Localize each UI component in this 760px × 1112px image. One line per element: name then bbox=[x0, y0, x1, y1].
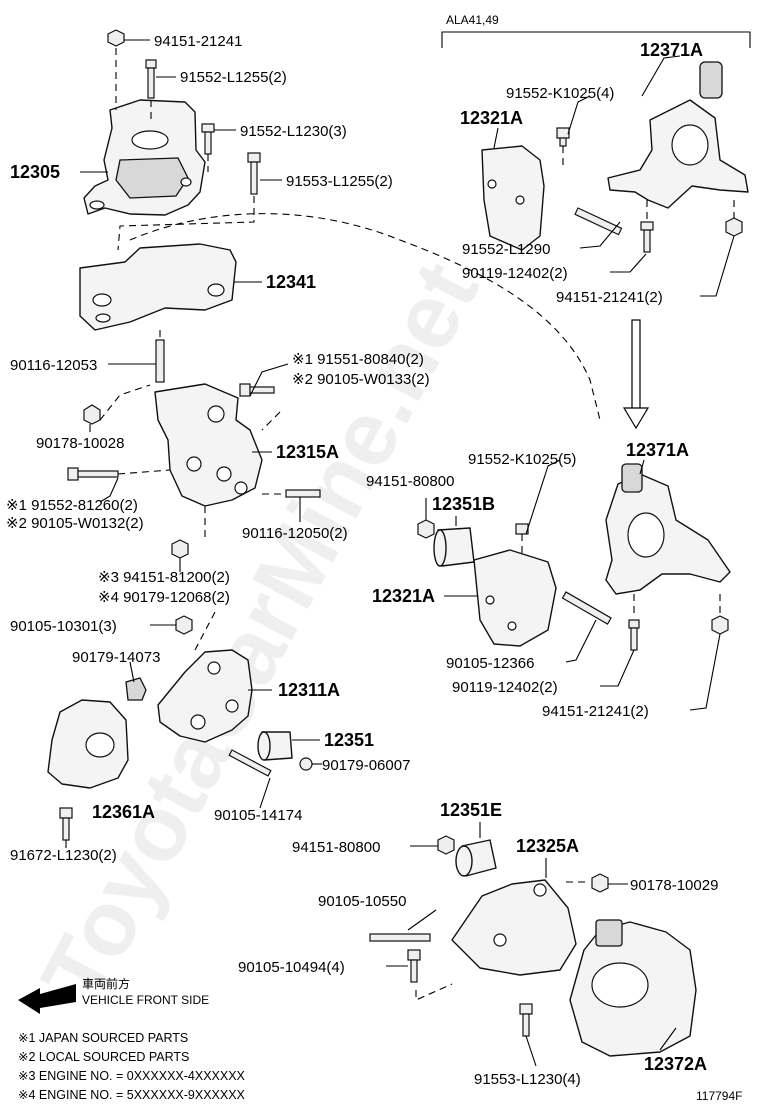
mount-12361a-drawing bbox=[47, 699, 129, 789]
label-91552-k1025-5[interactable]: 91552-K1025(5) bbox=[468, 451, 576, 468]
label-90105-w0132[interactable]: ※2 90105-W0132(2) bbox=[6, 515, 144, 532]
diagram-code: 117794F bbox=[696, 1089, 742, 1103]
label-94151-81200[interactable]: ※3 94151-81200(2) bbox=[98, 569, 230, 586]
label-94151-21241-lower[interactable]: 94151-21241(2) bbox=[542, 703, 649, 720]
label-90105-10301[interactable]: 90105-10301(3) bbox=[10, 618, 117, 635]
mount-12371a-lower-drawing bbox=[605, 463, 731, 595]
ref-12361a[interactable]: 12361A bbox=[92, 802, 155, 822]
label-91553-l1255[interactable]: 91553-L1255(2) bbox=[286, 173, 393, 190]
bracket-12341-drawing bbox=[79, 243, 237, 331]
label-90179-12068[interactable]: ※4 90179-12068(2) bbox=[98, 589, 230, 606]
note-2: ※2 LOCAL SOURCED PARTS bbox=[18, 1050, 189, 1064]
bolt-91552-81260 bbox=[67, 467, 79, 481]
part-labels: 94151-21241 91552-L1255(2) 91552-L1230(3… bbox=[6, 13, 742, 1103]
label-90119-12402-lower[interactable]: 90119-12402(2) bbox=[452, 679, 558, 696]
ref-12351[interactable]: 12351 bbox=[324, 730, 374, 750]
label-90119-12402-upper[interactable]: 90119-12402(2) bbox=[462, 265, 568, 282]
label-91552-l1255[interactable]: 91552-L1255(2) bbox=[180, 69, 287, 86]
label-91551-80840[interactable]: ※1 91551-80840(2) bbox=[292, 351, 424, 368]
label-90116-12050[interactable]: 90116-12050(2) bbox=[242, 525, 348, 542]
ref-12341[interactable]: 12341 bbox=[266, 272, 316, 292]
label-90105-12366[interactable]: 90105-12366 bbox=[446, 655, 534, 672]
engine-mount-12305-drawing bbox=[83, 99, 206, 216]
bolt-90105-10550 bbox=[369, 933, 431, 942]
label-91552-l1230[interactable]: 91552-L1230(3) bbox=[240, 123, 347, 140]
ref-12351b[interactable]: 12351B bbox=[432, 494, 495, 514]
bracket-12315a-drawing bbox=[154, 383, 263, 507]
label-91672-l1230[interactable]: 91672-L1230(2) bbox=[10, 847, 117, 864]
label-90105-14174[interactable]: 90105-14174 bbox=[214, 807, 302, 824]
note-3: ※3 ENGINE NO. = 0XXXXXX-4XXXXXX bbox=[18, 1069, 246, 1083]
ref-12371a-upper[interactable]: 12371A bbox=[640, 40, 703, 60]
front-arrow-icon bbox=[18, 984, 76, 1014]
label-90116-12053[interactable]: 90116-12053 bbox=[10, 357, 97, 374]
bracket-12325a-drawing bbox=[451, 879, 577, 976]
ref-12321a-upper[interactable]: 12321A bbox=[460, 108, 523, 128]
label-94151-21241[interactable]: 94151-21241 bbox=[154, 33, 242, 50]
bolt-90105-14174 bbox=[228, 749, 272, 777]
ref-12315a[interactable]: 12315A bbox=[276, 442, 339, 462]
nut-90179-14073 bbox=[125, 677, 147, 701]
label-90105-10550[interactable]: 90105-10550 bbox=[318, 893, 406, 910]
ref-12372a[interactable]: 12372A bbox=[644, 1054, 707, 1074]
label-90105-10494[interactable]: 90105-10494(4) bbox=[238, 959, 345, 976]
label-90105-w0133[interactable]: ※2 90105-W0133(2) bbox=[292, 371, 430, 388]
note-4: ※4 ENGINE NO. = 5XXXXXX-9XXXXXX bbox=[18, 1088, 246, 1102]
label-91552-l1290[interactable]: 91552-L1290 bbox=[462, 241, 550, 258]
mount-12372a-drawing bbox=[569, 919, 697, 1057]
ref-12311a[interactable]: 12311A bbox=[278, 680, 340, 700]
label-90179-14073[interactable]: 90179-14073 bbox=[72, 649, 160, 666]
variant-label: ALA41,49 bbox=[446, 13, 499, 27]
label-91553-l1230[interactable]: 91553-L1230(4) bbox=[474, 1071, 581, 1088]
bracket-12321a-lower-drawing bbox=[473, 549, 557, 647]
label-94151-21241-upper[interactable]: 94151-21241(2) bbox=[556, 289, 663, 306]
mount-12371a-upper-drawing bbox=[607, 61, 749, 209]
direction-en: VEHICLE FRONT SIDE bbox=[82, 993, 209, 1007]
nut-94151-81200 bbox=[171, 539, 189, 559]
bushing-12351e-drawing bbox=[455, 839, 497, 877]
bracket-12321a-upper-drawing bbox=[481, 145, 545, 251]
ref-12305[interactable]: 12305 bbox=[10, 162, 60, 182]
direction-jp: 車両前方 bbox=[82, 976, 130, 991]
variant-bracket bbox=[441, 31, 751, 48]
nut-90179-06007 bbox=[299, 757, 313, 771]
bolt-91551-80840 bbox=[239, 383, 251, 397]
stud-90116-12053 bbox=[155, 339, 165, 383]
bracket-12311a-drawing bbox=[157, 649, 253, 743]
label-94151-80800-bottom[interactable]: 94151-80800 bbox=[292, 839, 380, 856]
ref-12321a-lower[interactable]: 12321A bbox=[372, 586, 435, 606]
note-1: ※1 JAPAN SOURCED PARTS bbox=[18, 1031, 188, 1045]
label-94151-80800-mid[interactable]: 94151-80800 bbox=[366, 473, 454, 490]
label-91552-k1025-4[interactable]: 91552-K1025(4) bbox=[506, 85, 614, 102]
stud-90116-12050 bbox=[285, 489, 321, 498]
down-arrow-icon bbox=[622, 319, 650, 430]
ref-12325a[interactable]: 12325A bbox=[516, 836, 579, 856]
bushing-12351b-drawing bbox=[433, 527, 475, 567]
ref-12371a-lower[interactable]: 12371A bbox=[626, 440, 689, 460]
nut-90178-10028 bbox=[83, 404, 101, 425]
bolt-90105-10301 bbox=[175, 615, 193, 635]
label-90179-06007[interactable]: 90179-06007 bbox=[322, 757, 410, 774]
leader-lines bbox=[65, 39, 735, 1067]
bolts-top-left bbox=[107, 29, 261, 195]
label-90178-10029[interactable]: 90178-10029 bbox=[630, 877, 718, 894]
label-90178-10028[interactable]: 90178-10028 bbox=[36, 435, 124, 452]
label-91552-81260[interactable]: ※1 91552-81260(2) bbox=[6, 497, 138, 514]
bolt-91672-L1230 bbox=[59, 807, 73, 819]
bushing-12351-drawing bbox=[257, 731, 293, 761]
ref-12351e[interactable]: 12351E bbox=[440, 800, 502, 820]
